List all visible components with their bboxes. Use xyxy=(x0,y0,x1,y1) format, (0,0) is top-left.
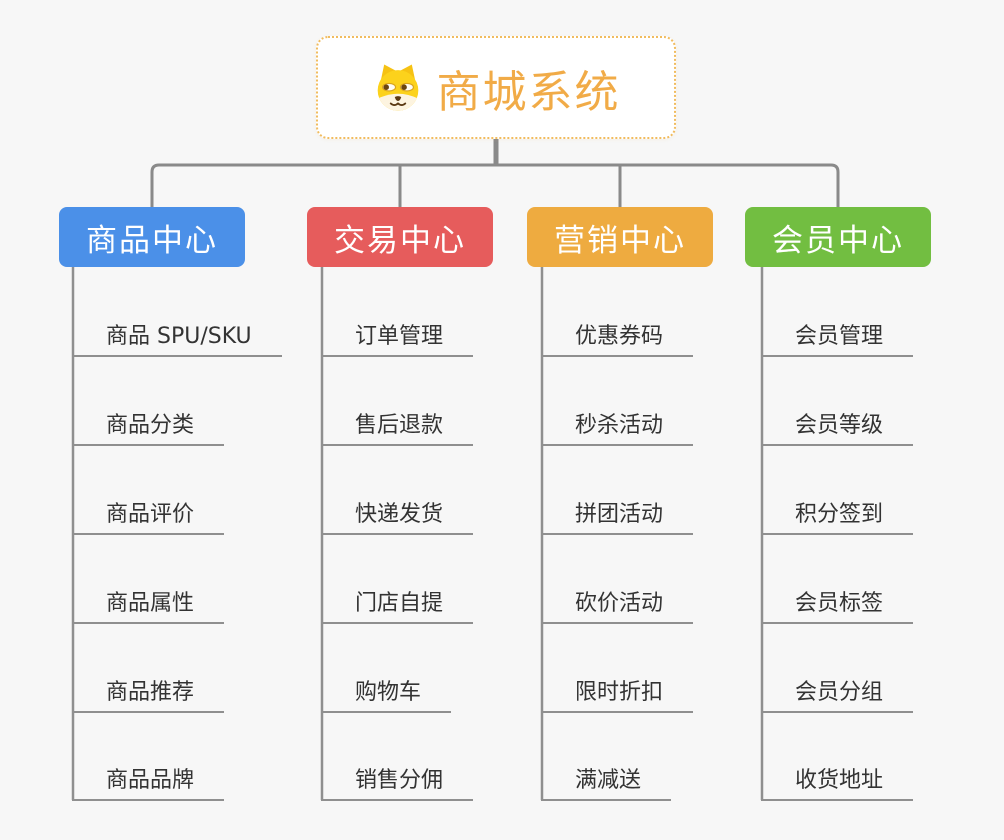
leaf-node[interactable]: 满减送 xyxy=(541,763,672,801)
leaf-node[interactable]: 门店自提 xyxy=(321,586,474,624)
branch-label: 会员中心 xyxy=(772,222,904,259)
leaf-node[interactable]: 商品分类 xyxy=(72,408,225,446)
leaf-node[interactable]: 商品品牌 xyxy=(72,763,225,801)
branch-node-trade-center[interactable]: 交易中心 xyxy=(307,207,493,267)
branch-label: 商品中心 xyxy=(86,222,218,259)
root-title: 商城系统 xyxy=(436,66,621,118)
leaf-node[interactable]: 会员等级 xyxy=(761,408,914,446)
leaf-node[interactable]: 限时折扣 xyxy=(541,675,694,713)
leaf-node[interactable]: 拼团活动 xyxy=(541,497,694,535)
leaf-node[interactable]: 商品评价 xyxy=(72,497,225,535)
leaf-node[interactable]: 秒杀活动 xyxy=(541,408,694,446)
leaf-node[interactable]: 会员管理 xyxy=(761,319,914,357)
branch-label: 营销中心 xyxy=(554,222,686,259)
branch-node-marketing-center[interactable]: 营销中心 xyxy=(527,207,713,267)
leaf-node[interactable]: 砍价活动 xyxy=(541,586,694,624)
leaf-node[interactable]: 会员标签 xyxy=(761,586,914,624)
leaf-node[interactable]: 积分签到 xyxy=(761,497,914,535)
leaf-node[interactable]: 销售分佣 xyxy=(321,763,474,801)
root-node[interactable]: 商城系统 xyxy=(316,36,676,139)
dog-face-icon xyxy=(372,62,424,114)
branch-label: 交易中心 xyxy=(334,222,466,259)
leaf-node[interactable]: 快递发货 xyxy=(321,497,474,535)
branch-node-member-center[interactable]: 会员中心 xyxy=(745,207,931,267)
leaf-node[interactable]: 收货地址 xyxy=(761,763,914,801)
leaf-node[interactable]: 售后退款 xyxy=(321,408,474,446)
leaf-node[interactable]: 购物车 xyxy=(321,675,452,713)
leaf-node[interactable]: 订单管理 xyxy=(321,319,474,357)
leaf-node[interactable]: 商品推荐 xyxy=(72,675,225,713)
leaf-node[interactable]: 商品 SPU/SKU xyxy=(72,319,282,357)
branch-node-product-center[interactable]: 商品中心 xyxy=(59,207,245,267)
leaf-node[interactable]: 商品属性 xyxy=(72,586,225,624)
leaf-node[interactable]: 会员分组 xyxy=(761,675,914,713)
leaf-node[interactable]: 优惠券码 xyxy=(541,319,694,357)
